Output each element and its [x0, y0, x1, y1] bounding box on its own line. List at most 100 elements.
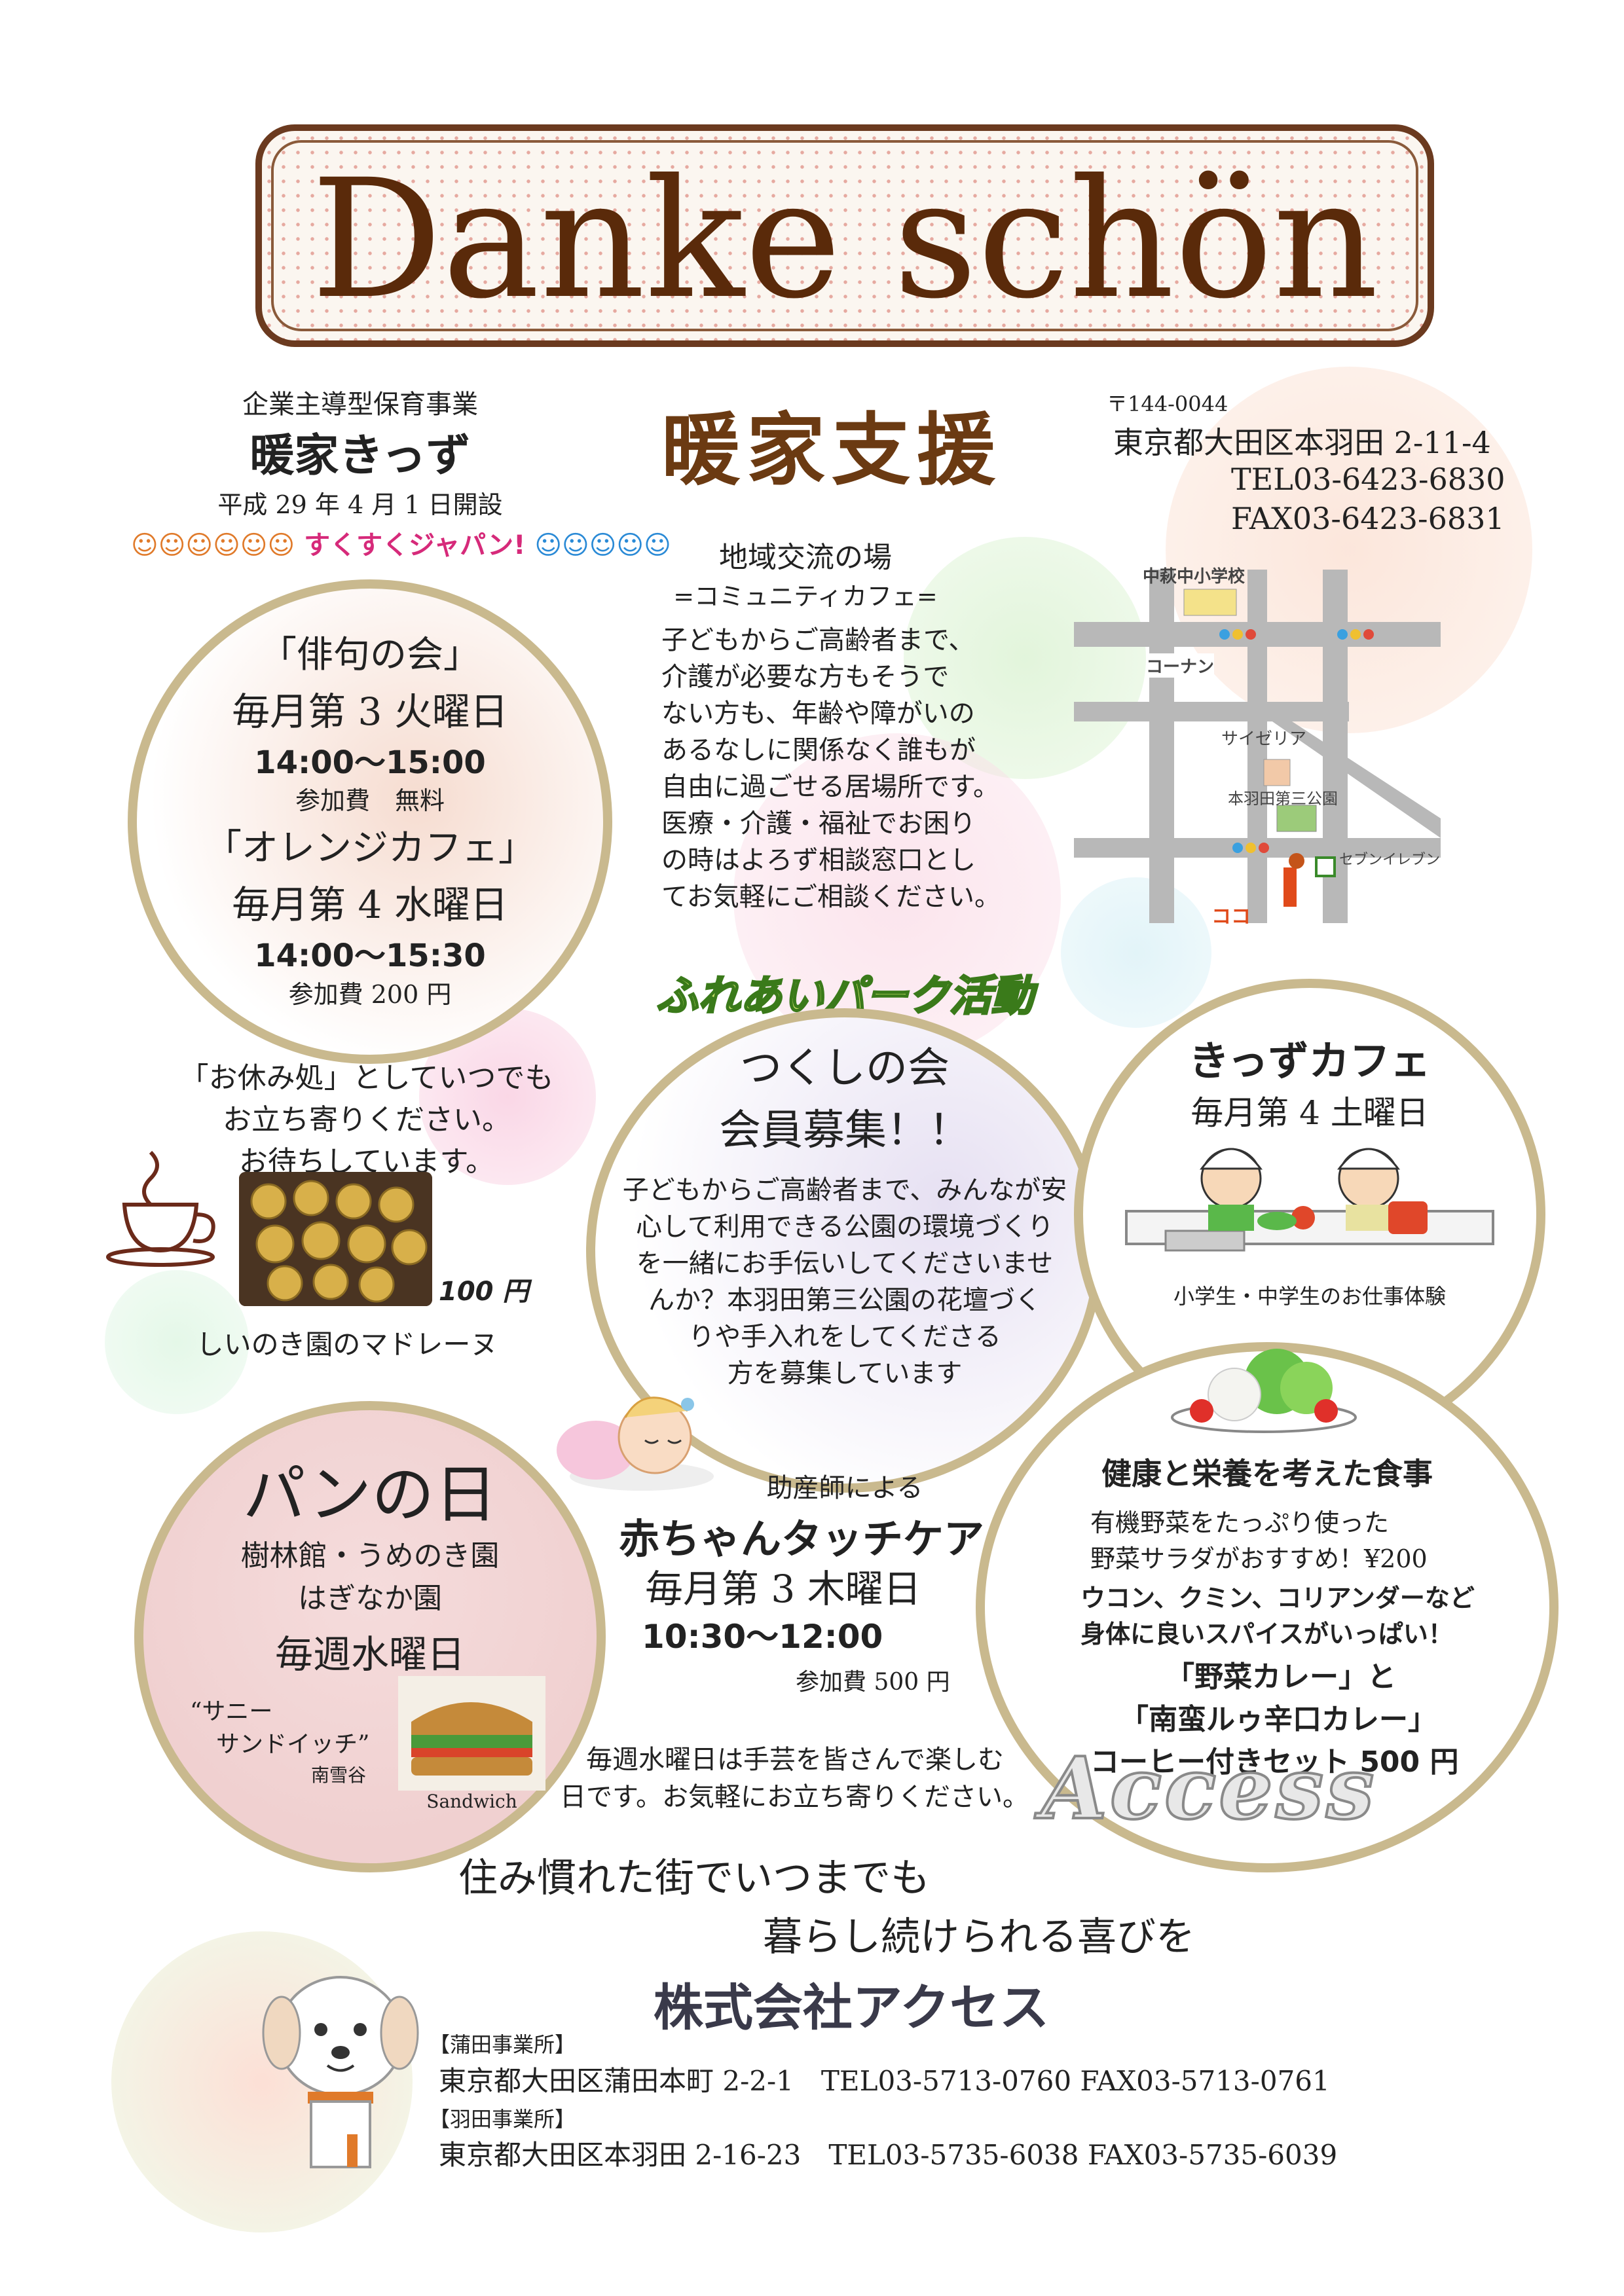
community-subtitle: =コミュニティカフェ=	[673, 582, 938, 611]
fax: FAX03-6423-6831	[1231, 501, 1505, 536]
daycare-caption: 企業主導型保育事業	[242, 390, 478, 420]
office-label-haneda: 【羽田事業所】	[429, 2107, 576, 2132]
baby-illustration	[557, 1365, 727, 1496]
community-line: 子どもからご高齢者まで、	[661, 625, 975, 655]
title-banner: Danke schön	[255, 124, 1434, 347]
salad-illustration	[1166, 1336, 1362, 1440]
park-title: つくしの会	[740, 1044, 950, 1093]
madeleine-photo	[239, 1172, 432, 1306]
park-line: 子どもからご高齢者まで、みんなが安	[622, 1175, 1067, 1205]
haiku-schedule: 毎月第 3 火曜日	[232, 689, 508, 734]
sandwich-photo-label: Sandwich	[426, 1791, 517, 1812]
crafts-line-2: 日です。お気軽にお立ち寄りください。	[560, 1782, 1029, 1812]
coffee-cup-icon	[98, 1139, 229, 1270]
haiku-circle	[128, 579, 612, 1064]
madeleine-caption: しいのき園のマドレーヌ	[196, 1328, 498, 1360]
park-line: を一緒にお手伝いしてくださいませ	[636, 1248, 1054, 1279]
map-here-label: ココ	[1211, 905, 1251, 928]
map-school-label: 中萩中小学校	[1143, 567, 1246, 587]
bread-schedule: 毎週水曜日	[274, 1632, 465, 1677]
rest-line: 「お休み処」としていつでも	[179, 1061, 554, 1095]
tel: TEL03-6423-6830	[1231, 462, 1505, 497]
office-detail-kamata: 東京都大田区蒲田本町 2-2-1 TEL03-5713-0760 FAX03-5…	[439, 2065, 1330, 2097]
daycare-opened: 平成 29 年 4 月 1 日開設	[217, 490, 503, 519]
map-graphic	[1074, 570, 1441, 923]
map-konan-label: コーナン	[1146, 653, 1215, 678]
park-line: んか？本羽田第三公園の花壇づく	[648, 1285, 1041, 1315]
kids-banner-text: すくすくジャパン!	[304, 530, 526, 560]
dog-mascot	[249, 1964, 432, 2180]
office-detail-haneda: 東京都大田区本羽田 2-16-23 TEL03-5735-6038 FAX03-…	[439, 2139, 1338, 2171]
haiku-time: 14:00～15:00	[254, 744, 486, 781]
daycare-name: 暖家きっず	[249, 430, 471, 482]
orange-cafe-fee: 参加費 200 円	[288, 980, 452, 1009]
community-line: てお気軽にご相談ください。	[661, 882, 1001, 912]
bread-shops-1: 樹林館・うめのき園	[240, 1539, 500, 1573]
community-line: 医療・介護・福祉でお困り	[661, 809, 976, 839]
bg-blob-blue	[1061, 877, 1211, 1028]
baby-time: 10:30～12:00	[642, 1618, 883, 1656]
orange-cafe-title: 「オレンジカフェ」	[205, 827, 535, 869]
map-seven-label: セブンイレブン	[1339, 852, 1441, 868]
support-heading: 暖家支援	[661, 405, 1002, 496]
bg-blob-peach	[1166, 367, 1532, 733]
meal-line-2: 野菜サラダがおすすめ！¥200	[1090, 1544, 1428, 1573]
bread-shops-2: はぎなか園	[298, 1582, 442, 1615]
company-name: 株式会社アクセス	[653, 1978, 1050, 2037]
kids-cooking-illustration	[1113, 1139, 1506, 1277]
bg-blob-pink	[733, 733, 1061, 1061]
madeleine-price: 100 円	[439, 1277, 529, 1307]
crafts-line-1: 毎週水曜日は手芸を皆さんで楽しむ	[586, 1745, 1004, 1775]
baby-schedule: 毎月第 3 木曜日	[645, 1567, 921, 1611]
meal-line-4: 身体に良いスパイスがいっぱい！	[1080, 1620, 1453, 1649]
meal-line-6: 「南蛮ルゥ辛口カレー」	[1120, 1703, 1437, 1736]
rest-line: お立ち寄りください。	[223, 1103, 511, 1137]
map-saizeriya-label: サイゼリア	[1221, 729, 1307, 749]
slogan-line-2: 暮らし続けられる喜びを	[763, 1914, 1195, 1960]
baby-title: 赤ちゃんタッチケア	[619, 1515, 985, 1563]
slogan-line-1: 住み慣れた街でいつまでも	[458, 1855, 930, 1901]
address: 東京都大田区本羽田 2-11-4	[1113, 425, 1491, 460]
access-map: 中萩中小学校 コーナン サイゼリア 本羽田第三公園 セブンイレブン ココ	[1074, 556, 1460, 936]
kids-figures-left-icon: ☺☺☺☺☺☺	[131, 530, 295, 560]
bg-blob-green	[904, 537, 1146, 779]
park-line: りや手入れをしてくださる	[688, 1322, 1001, 1352]
community-line: 介護が必要な方もそうで	[661, 662, 950, 692]
meal-title: 健康と栄養を考えた食事	[1101, 1456, 1433, 1491]
sandwich-photo	[398, 1676, 545, 1791]
sandwich-name-2: サンドイッチ”	[216, 1731, 370, 1758]
title-inner-border	[271, 140, 1418, 331]
access-logo: Access	[1040, 1737, 1377, 1840]
park-line: 方を募集しています	[727, 1358, 963, 1389]
community-line: 自由に過ごせる居場所です。	[661, 772, 999, 802]
kids-figures-right-icon: ☺☺☺☺☺	[534, 530, 671, 560]
kids-banner: ☺☺☺☺☺☺ すくすくジャパン! ☺☺☺☺☺	[131, 524, 671, 563]
map-park-label: 本羽田第三公園	[1228, 790, 1338, 808]
haiku-fee: 参加費 無料	[295, 786, 445, 815]
bread-title: パンの日	[242, 1458, 498, 1531]
park-title-recruit: 会員募集！！	[719, 1106, 970, 1155]
meal-line-5: 「野菜カレー」と	[1166, 1660, 1396, 1694]
community-title: 地域交流の場	[719, 541, 892, 574]
baby-intro: 助産師による	[766, 1473, 923, 1503]
kids-cafe-caption: 小学生・中学生のお仕事体験	[1173, 1284, 1446, 1309]
kids-cafe-schedule: 毎月第 4 土曜日	[1190, 1094, 1429, 1132]
baby-fee: 参加費 500 円	[796, 1669, 950, 1696]
park-body: 子どもからご高齢者まで、みんなが安 心して利用できる公園の環境づくり を一緒にお…	[593, 1172, 1097, 1392]
sandwich-name-1: “サニー	[190, 1698, 273, 1725]
office-label-kamata: 【蒲田事業所】	[429, 2032, 576, 2057]
community-body: 子どもからご高齢者まで、 介護が必要な方もそうで ない方も、年齢や障がいの ある…	[661, 622, 1028, 915]
orange-cafe-time: 14:00～15:30	[254, 938, 486, 974]
meal-line-1: 有機野菜をたっぷり使った	[1090, 1508, 1390, 1537]
community-line: あるなしに関係なく誰もが	[661, 735, 976, 765]
park-line: 心して利用できる公園の環境づくり	[636, 1212, 1054, 1242]
community-line: の時はよろず相談窓口とし	[661, 845, 976, 875]
kids-cafe-title: きっずカフェ	[1189, 1037, 1431, 1085]
meal-line-7: コーヒー付きセット 500 円	[1090, 1745, 1459, 1779]
meal-line-3: ウコン、クミン、コリアンダーなど	[1080, 1584, 1475, 1613]
orange-cafe-schedule: 毎月第 4 水曜日	[232, 883, 508, 927]
sandwich-maker: 南雪谷	[311, 1764, 367, 1786]
haiku-title: 「俳句の会」	[260, 634, 480, 676]
bg-blob-mint	[105, 1270, 249, 1414]
postal-code: 〒144-0044	[1107, 392, 1228, 416]
